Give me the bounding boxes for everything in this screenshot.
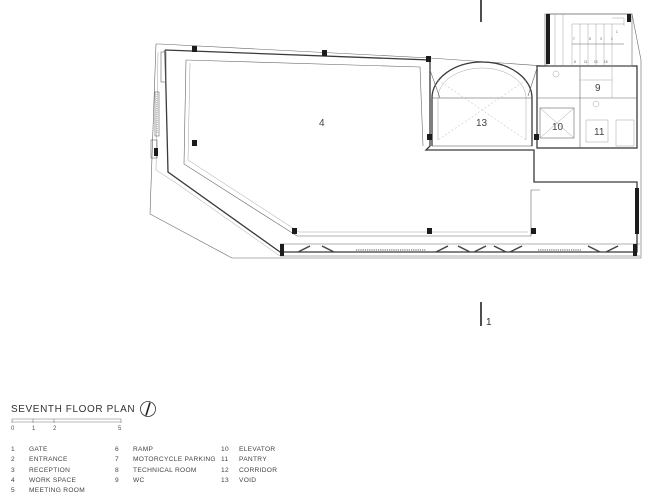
scale-tick-2: 2 xyxy=(53,426,57,432)
room-number-10: 10 xyxy=(552,122,564,133)
north-arrow-icon xyxy=(139,400,157,418)
section-marker-label: 1 xyxy=(486,317,492,328)
building-outer-wall xyxy=(164,49,638,253)
stair-step-7: 7 xyxy=(573,37,575,41)
scale-tick-1: 1 xyxy=(32,426,36,432)
stair-step-15: 15 xyxy=(604,60,608,64)
room-number-4: 4 xyxy=(319,118,325,129)
plan-title-row: SEVENTH FLOOR PLAN xyxy=(11,400,157,418)
site-boundary xyxy=(149,13,642,259)
staircase: 7 5 3 1 8 11 13 15 1 xyxy=(546,13,633,67)
scale-tick-5: 5 xyxy=(118,426,122,432)
scale-bar: 0 1 2 5 xyxy=(11,417,123,439)
stair-up-label: 1 xyxy=(616,30,618,34)
stair-step-13: 13 xyxy=(594,60,598,64)
stair-step-3: 3 xyxy=(600,37,602,41)
structural-columns xyxy=(154,14,639,256)
room-number-11: 11 xyxy=(594,127,605,138)
left-facade-louvers xyxy=(150,51,167,159)
scale-tick-0: 0 xyxy=(11,426,15,432)
floor-plan-drawing: 7 5 3 1 8 11 13 15 1 xyxy=(149,0,642,328)
stair-step-1: 1 xyxy=(611,37,613,41)
stair-step-8: 8 xyxy=(574,60,576,64)
stair-step-11: 11 xyxy=(584,60,588,64)
balcony-edge xyxy=(155,51,281,257)
room-number-13: 13 xyxy=(476,118,488,129)
interior-partition-secondary xyxy=(187,62,528,233)
service-core xyxy=(536,65,638,149)
interior-partition-main xyxy=(183,59,540,237)
void-area xyxy=(429,61,538,147)
building-inner-wall xyxy=(185,59,424,147)
plan-title: SEVENTH FLOOR PLAN xyxy=(11,403,136,415)
stair-step-5: 5 xyxy=(589,37,591,41)
room-number-9: 9 xyxy=(595,83,601,94)
bottom-facade-louvers xyxy=(280,243,640,257)
